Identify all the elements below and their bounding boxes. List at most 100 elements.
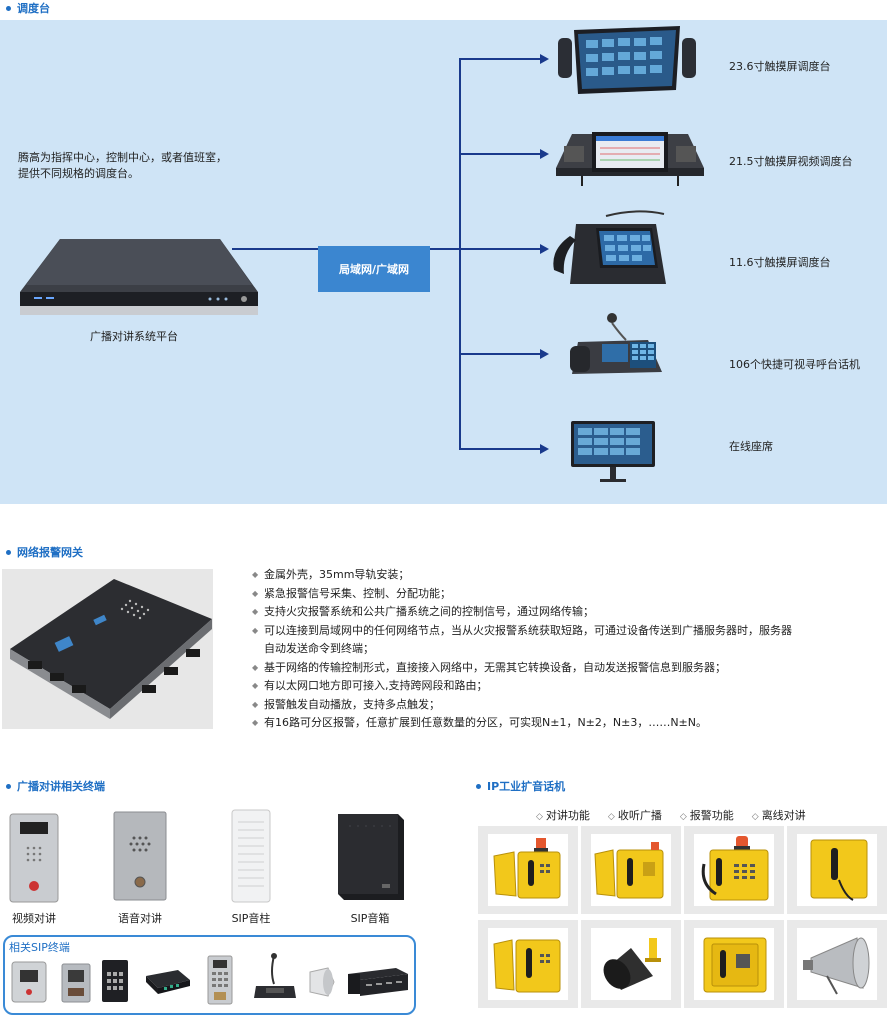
- ip-phone-frame: [797, 834, 877, 906]
- feature-item-continued: 自动发送命令到终端；: [252, 640, 887, 659]
- ip-phone-frame: [488, 928, 568, 1000]
- function-text: 收听广播: [617, 809, 662, 822]
- horn-speaker-dark-image: [603, 938, 661, 990]
- dispatch-panel: 腾高为指挥中心，控制中心，或者值班室， 提供不同规格的调度台。 广播对讲系统平台…: [0, 20, 887, 504]
- arrow-icon: [540, 349, 549, 359]
- sip-terminal-3-image: [102, 960, 128, 1002]
- ip-phone-frame: [797, 928, 877, 1000]
- ip-phone-frame: [488, 834, 568, 906]
- sip-terminal-6-image: [254, 953, 296, 998]
- feature-text: 金属外壳，35mm导轨安装；: [264, 568, 410, 581]
- gateway-photo: [2, 569, 213, 729]
- horn-speaker-silver-image: [803, 937, 870, 995]
- branch-line: [459, 353, 541, 355]
- diamond-outline-icon: ◇: [679, 812, 687, 822]
- sip-terminal-4-image: [146, 970, 190, 994]
- branch-line: [459, 248, 541, 250]
- network-label: 局域网/广域网: [338, 263, 410, 276]
- function-item: ◇收听广播: [608, 807, 662, 823]
- section-title-text: 广播对讲相关终端: [17, 780, 105, 793]
- voice-intercom-image: [113, 811, 167, 901]
- ip-phone-cell: [684, 920, 784, 1008]
- gateway-device-image: [10, 579, 212, 719]
- ip-phone-cell: [684, 826, 784, 914]
- feature-text: 有16路可分区报警，任意扩展到任意数量的分区，可实现N±1，N±2，N±3，………: [264, 716, 708, 729]
- sip-column-speaker-image: [231, 809, 271, 903]
- diamond-icon: ◆: [252, 662, 259, 672]
- ip-phone-frame: [591, 928, 671, 1000]
- section-title-gateway: 网络报警网关: [6, 544, 83, 560]
- branch-line: [459, 58, 541, 60]
- platform-label: 广播对讲系统平台: [90, 330, 178, 343]
- gateway-feature-list: ◆ 金属外壳，35mm导轨安装； ◆ 紧急报警信号采集、控制、分配功能； ◆支持火灾…: [252, 566, 887, 733]
- yellow-phone-closed-image: [810, 839, 868, 901]
- arrow-icon: [540, 444, 549, 454]
- feature-text: 基于网络的传输控制形式，直接接入网络中，无需其它转换设备，自动发送报警信息到服务…: [264, 660, 726, 674]
- terminal-label-voice: 语音对讲: [118, 912, 162, 925]
- function-item: ◇报警功能: [680, 807, 734, 823]
- ip-phone-cell: [787, 920, 887, 1008]
- feature-text: 自动发送命令到终端；: [264, 642, 374, 655]
- feature-text: 有以太网口地方即可接入,支持跨网段和路由；: [264, 679, 488, 692]
- function-text: 报警功能: [689, 809, 734, 822]
- arrow-icon: [540, 244, 549, 254]
- arrow-icon: [540, 54, 549, 64]
- feature-text: 可以连接到局域网中的任何网络节点，当从火灾报警系统获取短路，可通过设备传送到广播…: [264, 623, 792, 637]
- section-title-text: 网络报警网关: [17, 546, 83, 559]
- yellow-phone-box-image: [703, 937, 767, 993]
- section-title-ip-phone: IP工业扩音话机: [476, 778, 565, 794]
- ip-phone-frame: [591, 834, 671, 906]
- feature-item: ◆支持火灾报警系统和公共广播系统之间的控制信号，通过网络传输；: [252, 603, 887, 622]
- related-sip-terminals-box: [3, 935, 416, 1015]
- feature-text: 报警触发自动播放，支持多点触发；: [264, 697, 440, 711]
- device-label-seat: 在线座席: [729, 440, 773, 453]
- ip-phone-frame: [694, 928, 774, 1000]
- yellow-phone-open-alarm-image: [493, 838, 561, 899]
- section-title-text: 调度台: [17, 2, 50, 15]
- diamond-outline-icon: ◇: [607, 812, 615, 822]
- related-sip-title: 相关SIP终端: [9, 941, 70, 954]
- ip-phone-cell: [478, 826, 578, 914]
- bullet-dot: [6, 5, 11, 11]
- feature-text: 紧急报警信号采集、控制、分配功能；: [264, 586, 451, 600]
- branch-line: [459, 153, 541, 155]
- intro-line-1: 腾高为指挥中心，控制中心，或者值班室，: [18, 151, 227, 164]
- feature-item: ◆ 有以太网口地方即可接入,支持跨网段和路由；: [252, 677, 887, 696]
- ip-phone-cell: [581, 826, 681, 914]
- terminal-label-column: SIP音柱: [231, 912, 271, 925]
- yellow-phone-open-image: [594, 842, 664, 899]
- video-intercom-image: [9, 813, 59, 903]
- connector-line: [232, 248, 318, 250]
- yellow-phone-open-2-image: [493, 939, 561, 993]
- function-item: ◇对讲功能: [536, 807, 590, 823]
- diamond-icon: ◆: [252, 681, 259, 690]
- device-label-23: 23.6寸触摸屏调度台: [729, 60, 831, 73]
- feature-item: ◆报警触发自动播放，支持多点触发；: [252, 696, 887, 715]
- yellow-phone-alarm-light-image: [701, 836, 769, 901]
- diamond-icon: ◆: [252, 607, 259, 616]
- terminal-label-box: SIP音箱: [350, 912, 390, 925]
- platform-server-image: [20, 239, 258, 315]
- bullet-spacer: [252, 640, 264, 659]
- arrow-icon: [540, 149, 549, 159]
- intro-line-2: 提供不同规格的调度台。: [18, 167, 139, 180]
- ip-phone-frame: [694, 834, 774, 906]
- ip-phone-cell: [787, 826, 887, 914]
- sip-terminal-5-image: [207, 955, 233, 1005]
- connector-line: [430, 248, 460, 250]
- feature-item: ◆有16路可分区报警，任意扩展到任意数量的分区，可实现N±1，N±2，N±3，……: [252, 714, 887, 733]
- sip-terminal-8-image: [348, 968, 408, 996]
- diamond-outline-icon: ◇: [536, 812, 543, 822]
- diamond-outline-icon: ◇: [751, 812, 759, 822]
- paging-phone-image: [570, 313, 662, 374]
- diamond-icon: ◆: [252, 570, 259, 579]
- sip-terminal-7-image: [309, 967, 335, 997]
- function-text: 离线对讲: [761, 809, 806, 822]
- ip-phone-cell: [478, 920, 578, 1008]
- function-text: 对讲功能: [545, 809, 590, 822]
- terminal-label-video: 视频对讲: [12, 912, 56, 925]
- dispatch-intro: 腾高为指挥中心，控制中心，或者值班室， 提供不同规格的调度台。: [18, 150, 227, 182]
- network-box: 局域网/广域网: [318, 246, 430, 292]
- online-seat-monitor-image: [571, 421, 655, 482]
- function-item: ◇离线对讲: [752, 807, 806, 823]
